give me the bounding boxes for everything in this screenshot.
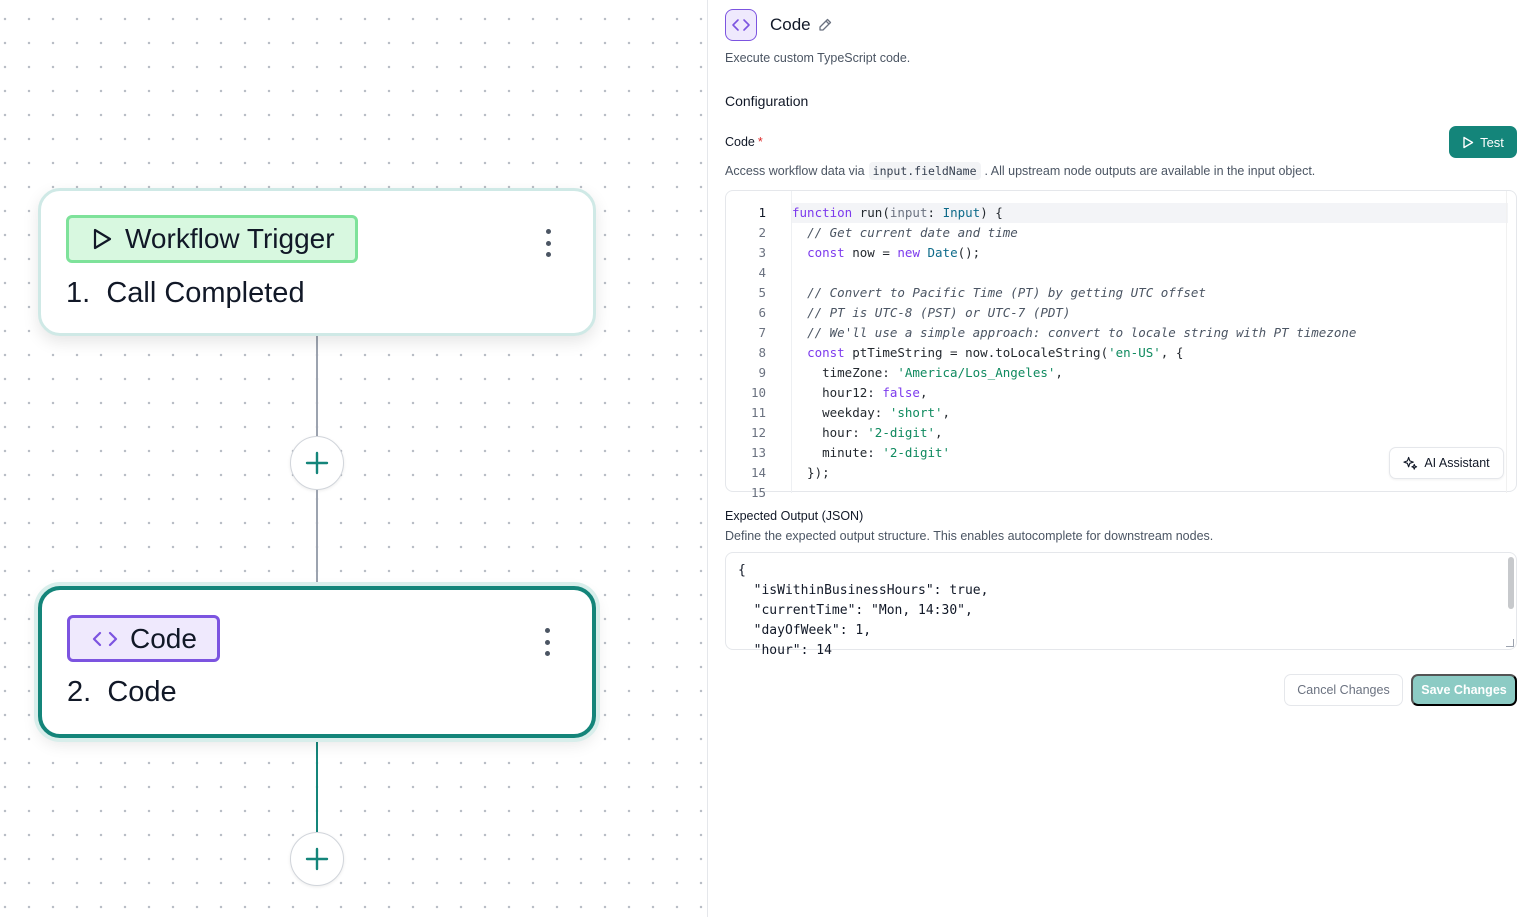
node-title: 1. Call Completed (66, 277, 305, 309)
code-line: // Get current date and time (807, 225, 1018, 240)
connector-line (316, 490, 318, 586)
line-numbers: 1 2 3 4 5 6 7 8 9 10 11 12 13 14 15 (750, 205, 766, 500)
code-help-text: Access workflow data via input.fieldName… (725, 162, 1316, 180)
editor-scrollbar[interactable] (1506, 191, 1516, 493)
cancel-changes-button[interactable]: Cancel Changes (1284, 674, 1403, 706)
panel-description: Execute custom TypeScript code. (725, 51, 911, 65)
save-changes-button[interactable]: Save Changes (1411, 674, 1517, 706)
workflow-node-trigger[interactable]: Workflow Trigger 1. Call Completed (38, 188, 596, 336)
code-line: timeZone: 'America/Los_Angeles', (792, 365, 1063, 380)
code-line: const now = new Date(); (807, 245, 981, 260)
code-line: }); (792, 465, 830, 480)
workflow-canvas[interactable]: Workflow Trigger 1. Call Completed Code … (0, 0, 708, 917)
code-line: hour: '2-digit', (792, 425, 943, 440)
expected-output-label: Expected Output (JSON) (725, 509, 864, 523)
add-step-button[interactable] (290, 832, 344, 886)
node-type-label: Workflow Trigger (125, 223, 335, 254)
code-line: weekday: 'short', (792, 405, 951, 420)
node-config-panel: Code Execute custom TypeScript code. Con… (709, 0, 1526, 917)
connector-line (316, 742, 318, 832)
sparkles-icon (1403, 456, 1418, 470)
node-menu-button[interactable] (543, 229, 553, 257)
code-field-label: Code* (725, 135, 763, 149)
code-line (792, 263, 1508, 283)
code-content[interactable]: function run(input: Input) { // Get curr… (792, 203, 1508, 483)
node-menu-button[interactable] (542, 628, 552, 656)
code-line: // We'll use a simple approach: convert … (807, 325, 1357, 340)
expected-output-textarea[interactable]: { "isWithinBusinessHours": true, "curren… (725, 552, 1517, 658)
expected-output-help: Define the expected output structure. Th… (725, 529, 1214, 543)
json-content: { "isWithinBusinessHours": true, "curren… (738, 563, 989, 658)
node-type-badge: Code (67, 615, 220, 662)
code-line: // PT is UTC-8 (PST) or UTC-7 (PDT) (807, 305, 1071, 320)
pencil-icon[interactable] (817, 17, 833, 33)
section-title: Configuration (725, 93, 809, 109)
code-icon (725, 9, 757, 41)
code-line: hour12: false, (792, 385, 928, 400)
workflow-node-code[interactable]: Code 2. Code (38, 586, 596, 738)
code-icon (92, 631, 118, 646)
node-type-badge: Workflow Trigger (66, 215, 358, 263)
test-button[interactable]: Test (1449, 126, 1517, 158)
plus-icon (305, 451, 329, 475)
code-line: const ptTimeString = now.toLocaleString(… (807, 345, 1184, 360)
resize-handle[interactable] (1506, 639, 1514, 647)
code-line: // Convert to Pacific Time (PT) by getti… (807, 285, 1206, 300)
code-line: function run(input: Input) { (792, 203, 1508, 223)
panel-title: Code (770, 15, 811, 34)
json-scrollbar[interactable] (1508, 557, 1514, 609)
ai-assistant-button[interactable]: AI Assistant (1389, 447, 1504, 479)
code-line: minute: '2-digit' (792, 445, 951, 460)
play-icon (93, 228, 112, 250)
connector-line (316, 336, 318, 436)
node-title: 2. Code (67, 676, 177, 708)
play-icon (1463, 136, 1474, 148)
inline-code: input.fieldName (868, 162, 981, 180)
node-type-label: Code (130, 622, 197, 654)
add-step-button[interactable] (290, 436, 344, 490)
plus-icon (305, 847, 329, 871)
code-editor[interactable]: 1 2 3 4 5 6 7 8 9 10 11 12 13 14 15 func… (725, 190, 1517, 500)
